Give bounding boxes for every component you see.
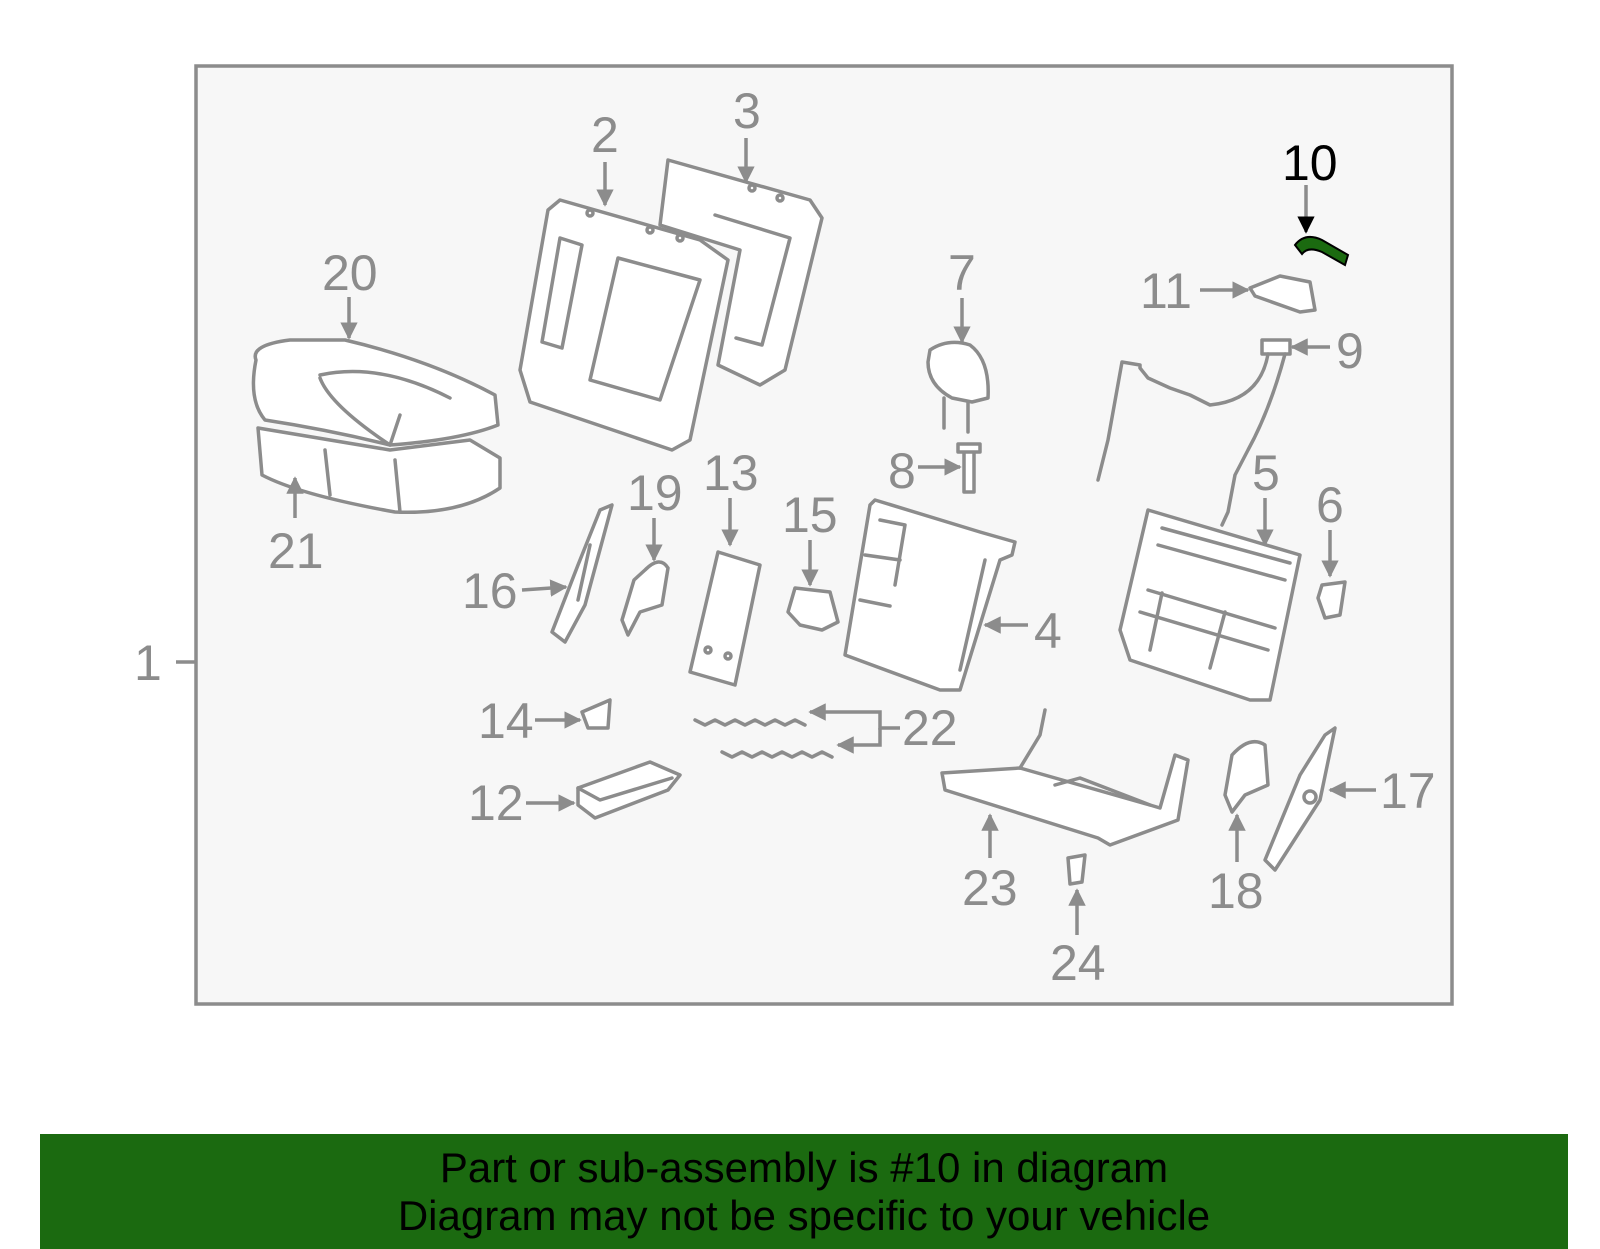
banner-line-part-number: Part or sub-assembly is #10 in diagram <box>439 1144 1169 1191</box>
part-17-side-shield[interactable] <box>1263 726 1337 872</box>
callout-20: 20 <box>322 245 378 301</box>
banner-line-disclaimer: Diagram may not be specific to your vehi… <box>397 1192 1211 1239</box>
part-14-clip[interactable] <box>580 698 612 730</box>
part-9-harness[interactable] <box>1096 338 1292 527</box>
leader-arrows <box>286 138 1376 935</box>
callout-4: 4 <box>1034 603 1062 659</box>
info-banner: Part or sub-assembly is #10 in diagram D… <box>40 1134 1568 1249</box>
part-20-cushion-cover[interactable] <box>251 338 500 447</box>
part-5-back-panel[interactable] <box>1118 508 1302 702</box>
part-15-bracket[interactable] <box>786 586 840 632</box>
callout-labels: 1 2 3 4 5 6 7 8 9 10 11 12 13 14 15 16 1… <box>134 83 1436 991</box>
callout-18: 18 <box>1208 863 1264 919</box>
callout-11: 11 <box>1140 263 1192 319</box>
callout-10: 10 <box>1282 135 1338 191</box>
part-10-assist-handle[interactable] <box>1293 235 1350 267</box>
part-16-side-shield[interactable] <box>550 503 614 644</box>
callout-6: 6 <box>1316 477 1344 533</box>
part-13-trim-panel[interactable] <box>688 550 762 687</box>
callout-7: 7 <box>948 245 976 301</box>
callout-15: 15 <box>782 487 838 543</box>
part-11-cover[interactable] <box>1248 274 1317 314</box>
callout-17: 17 <box>1380 763 1436 819</box>
callout-9: 9 <box>1336 323 1364 379</box>
callout-22: 22 <box>902 700 958 756</box>
callout-1: 1 <box>134 635 162 691</box>
part-22-springs[interactable] <box>693 718 834 759</box>
callout-5: 5 <box>1252 445 1280 501</box>
part-7-headrest[interactable] <box>926 340 990 434</box>
part-19-hinge-cover[interactable] <box>620 560 670 637</box>
callout-21: 21 <box>268 523 324 579</box>
callout-2: 2 <box>591 107 619 163</box>
part-23-seat-frame[interactable] <box>940 708 1190 847</box>
callout-19: 19 <box>627 465 683 521</box>
part-8-headrest-guide[interactable] <box>956 442 982 494</box>
callout-8: 8 <box>888 443 916 499</box>
part-24-bolt[interactable] <box>1066 853 1087 886</box>
callout-23: 23 <box>962 860 1018 916</box>
callout-13: 13 <box>703 445 759 501</box>
assembly-frame <box>194 64 1454 1006</box>
part-2-seatback-cover[interactable] <box>518 198 730 452</box>
callout-16: 16 <box>462 563 518 619</box>
callout-24: 24 <box>1050 935 1106 991</box>
part-21-cushion-pad[interactable] <box>256 426 502 515</box>
part-4-back-frame[interactable] <box>843 498 1017 692</box>
callout-12: 12 <box>468 775 524 831</box>
part-12-armrest-tray[interactable] <box>576 760 682 820</box>
callout-3: 3 <box>733 83 761 139</box>
part-18-hinge-bracket[interactable] <box>1223 739 1270 814</box>
callout-14: 14 <box>478 693 534 749</box>
part-3-seatback-rear[interactable] <box>658 158 824 387</box>
part-6-trim-cap[interactable] <box>1316 580 1347 620</box>
